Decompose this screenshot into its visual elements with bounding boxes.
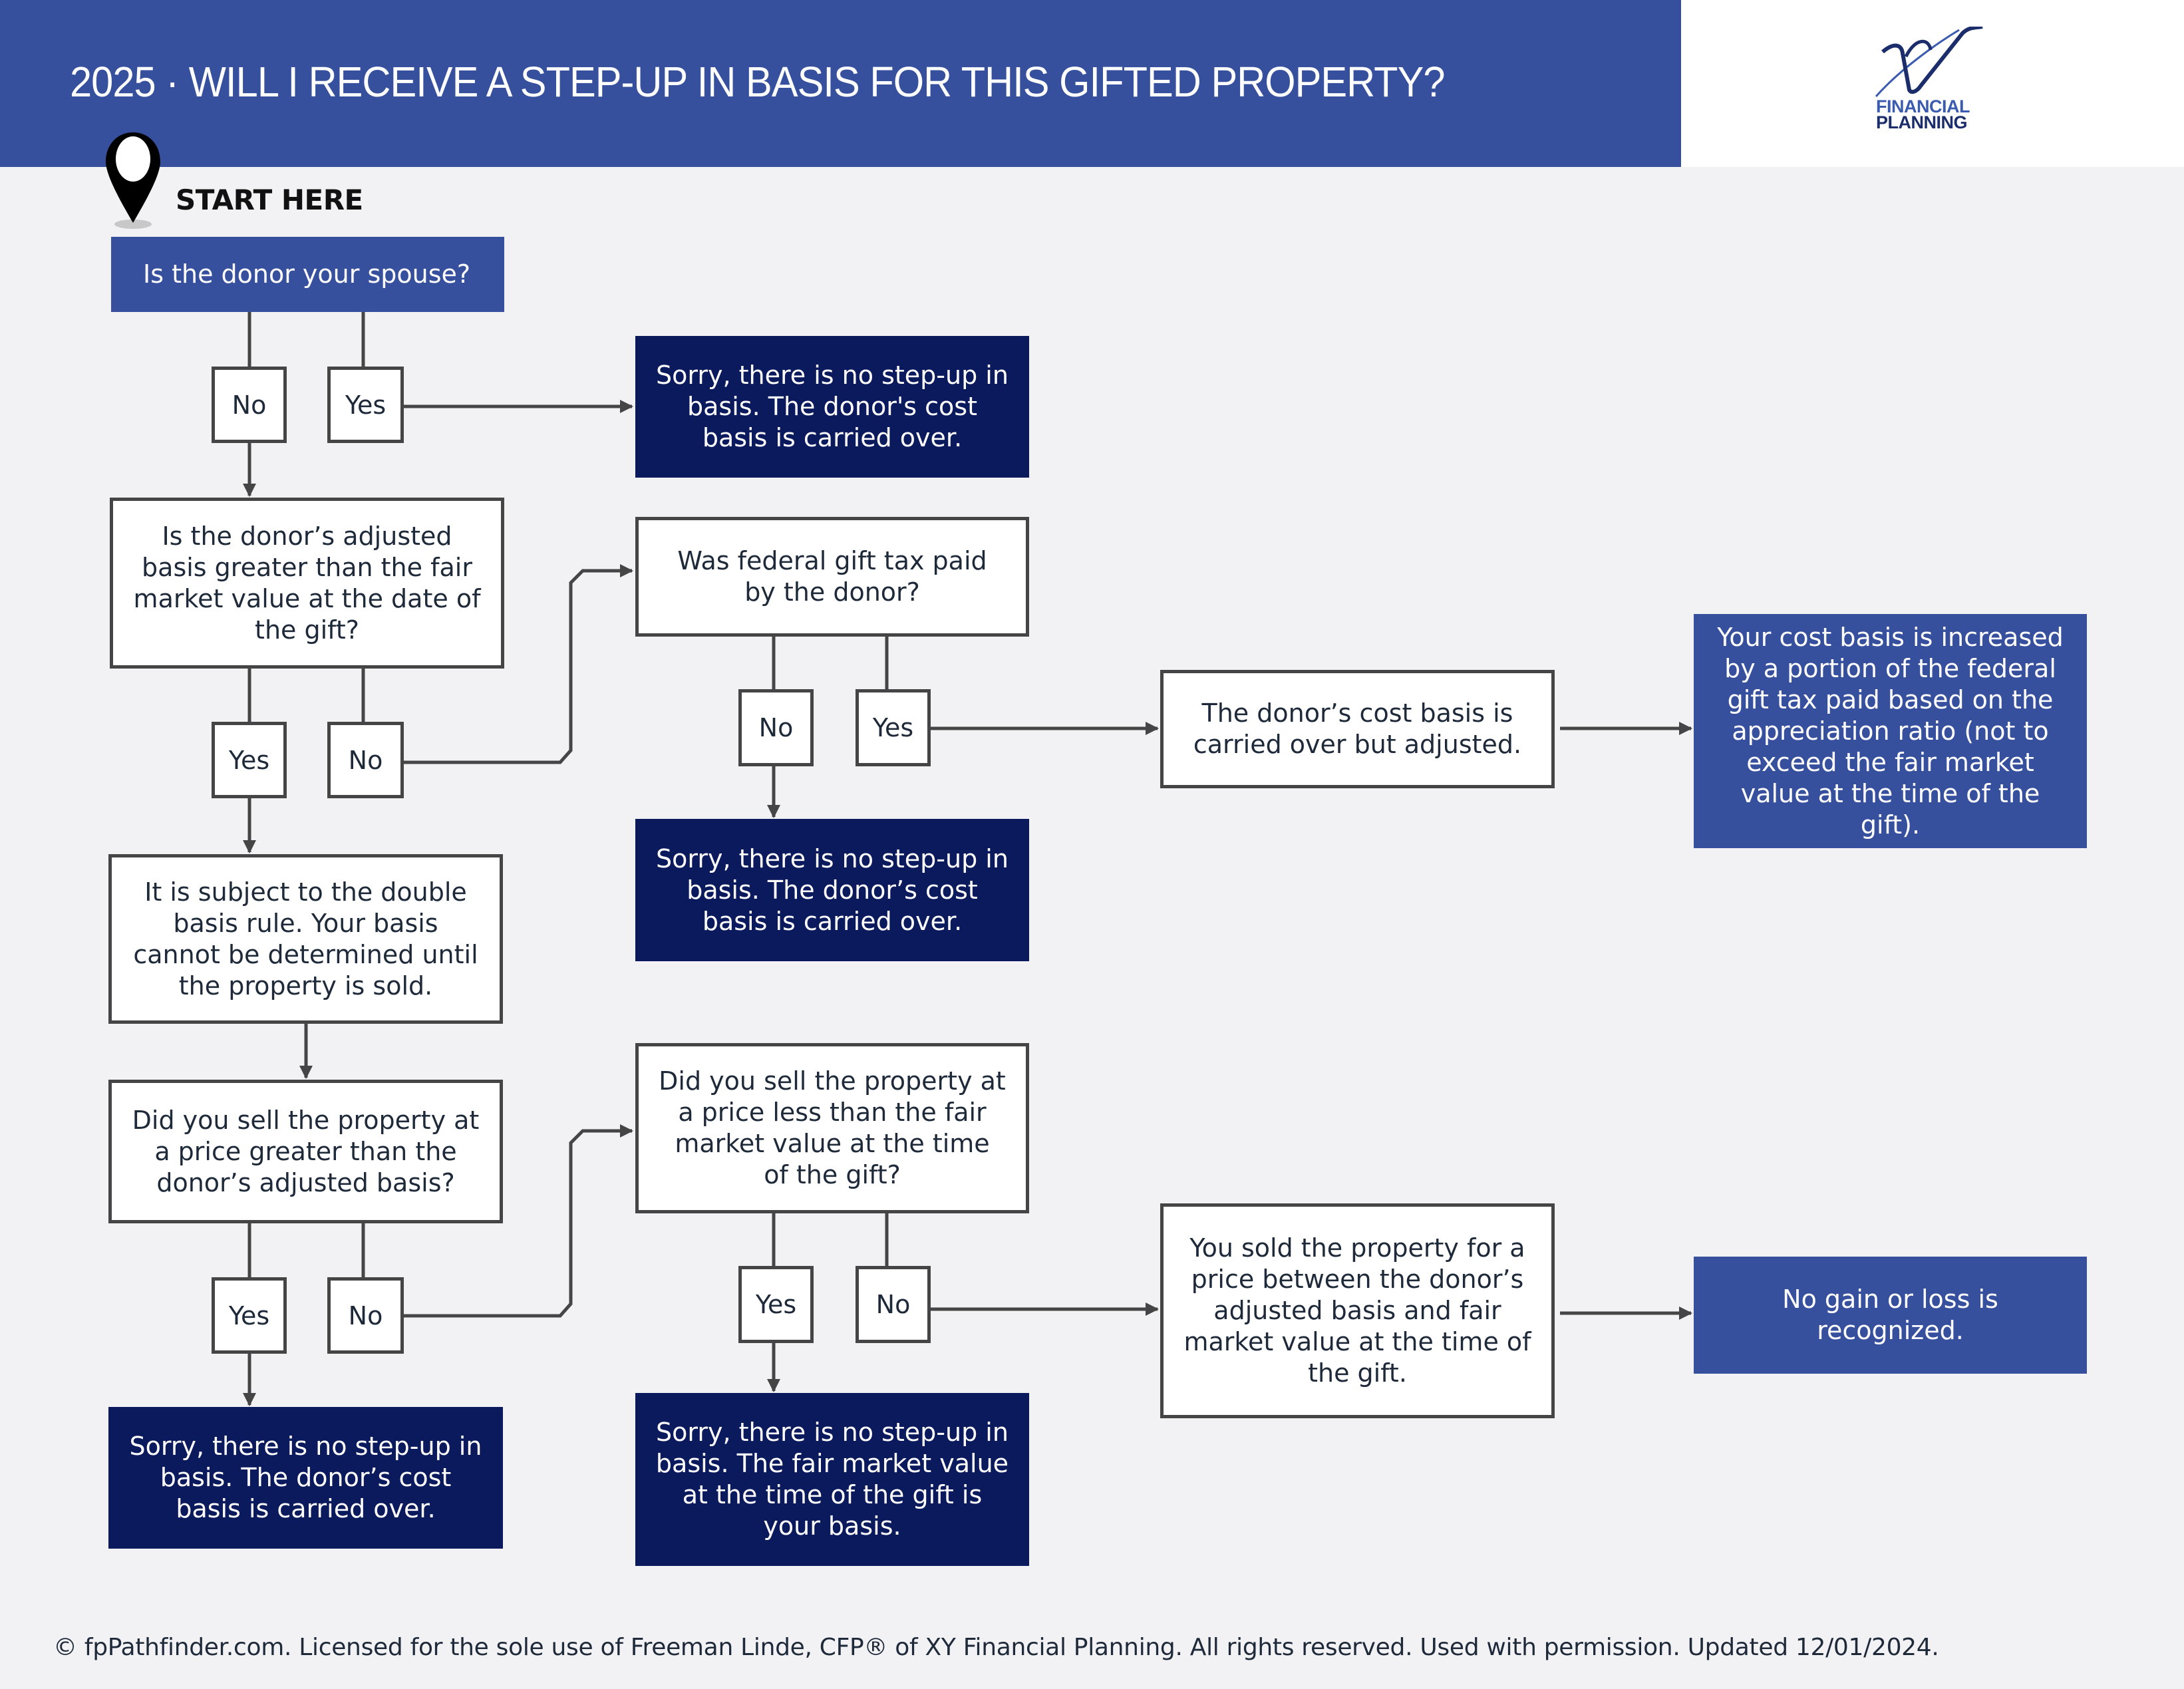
answer-adjusted-no[interactable]: No: [327, 722, 404, 798]
footer-copyright: © fpPathfinder.com. Licensed for the sol…: [53, 1634, 1939, 1661]
map-pin-icon: [106, 132, 160, 229]
node-carried-over-adjusted: The donor’s cost basis is carried over b…: [1160, 670, 1555, 788]
start-here-label: START HERE: [176, 184, 363, 216]
logo-text: FINANCIAL PLANNING: [1876, 96, 1970, 132]
page-title: 2025 · WILL I RECEIVE A STEP-UP IN BASIS…: [70, 58, 1445, 106]
answer-sell-less-yes[interactable]: Yes: [738, 1266, 814, 1343]
result-no-gain-or-loss: No gain or loss is recognized.: [1694, 1257, 2087, 1374]
question-sell-greater: Did you sell the property at a price gre…: [108, 1080, 503, 1223]
question-gift-tax: Was federal gift tax paid by the donor?: [635, 517, 1029, 637]
answer-spouse-yes[interactable]: Yes: [327, 367, 404, 443]
logo-area: [1681, 0, 2184, 167]
xy-logo-mark-icon: [1875, 27, 1983, 97]
node-sold-between: You sold the property for a price betwee…: [1160, 1203, 1555, 1418]
logo-line-1: FINANCIAL: [1876, 96, 1970, 116]
answer-adjusted-yes[interactable]: Yes: [212, 722, 287, 798]
result-basis-increased: Your cost basis is increased by a portio…: [1694, 614, 2087, 848]
result-no-step-up-gift-tax: Sorry, there is no step-up in basis. The…: [635, 819, 1029, 961]
answer-sell-less-no[interactable]: No: [856, 1266, 931, 1343]
question-adjusted-basis: Is the donor’s adjusted basis greater th…: [110, 498, 504, 669]
question-spouse: Is the donor your spouse?: [111, 237, 504, 312]
answer-sell-greater-yes[interactable]: Yes: [212, 1277, 287, 1354]
answer-gift-tax-no[interactable]: No: [738, 689, 814, 766]
node-double-basis-rule: It is subject to the double basis rule. …: [108, 854, 503, 1024]
result-no-step-up-fmv: Sorry, there is no step-up in basis. The…: [635, 1393, 1029, 1566]
answer-gift-tax-yes[interactable]: Yes: [856, 689, 931, 766]
question-sell-less: Did you sell the property at a price les…: [635, 1043, 1029, 1213]
header-banner: [0, 0, 1681, 167]
answer-spouse-no[interactable]: No: [212, 367, 287, 443]
result-no-step-up-sell-greater: Sorry, there is no step-up in basis. The…: [108, 1407, 503, 1549]
logo-line-2: PLANNING: [1876, 112, 1967, 132]
result-no-step-up-spouse: Sorry, there is no step-up in basis. The…: [635, 336, 1029, 478]
answer-sell-greater-no[interactable]: No: [327, 1277, 404, 1354]
